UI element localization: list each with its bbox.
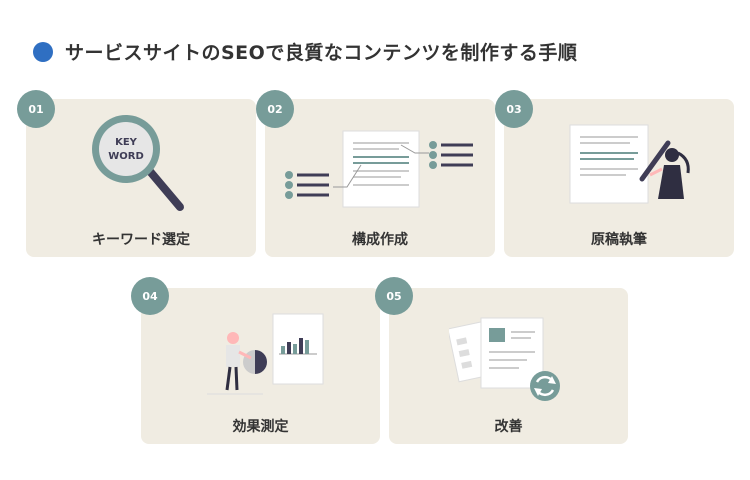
step-label: キーワード選定 — [92, 232, 190, 248]
outline-document-illustration — [285, 130, 473, 208]
step-label: 効果測定 — [232, 419, 289, 435]
step-card-writing: 原稿執筆 — [504, 99, 734, 257]
bullet-dot-icon — [33, 41, 53, 62]
step-label: 構成作成 — [352, 232, 408, 248]
step-number-badge: 01 — [17, 90, 55, 128]
keyword-text-line2: WORD — [108, 151, 144, 162]
step-number-badge: 03 — [495, 90, 533, 128]
step-number-badge: 05 — [375, 277, 413, 315]
keyword-text-line1: KEY — [115, 137, 138, 148]
refresh-documents-illustration — [449, 317, 560, 401]
step-number-badge: 02 — [256, 90, 294, 128]
step-card-structure: 構成作成 — [265, 99, 495, 257]
step-label: 原稿執筆 — [591, 232, 647, 248]
analytics-person-illustration — [207, 313, 324, 395]
page-header: サービスサイトのSEOで良質なコンテンツを制作する手順 — [33, 38, 577, 65]
step-label: 改善 — [494, 419, 523, 435]
magnifier-keyword-illustration: KEY WORD — [92, 115, 184, 211]
step-card-measurement: 効果測定 — [141, 288, 380, 444]
step-card-keyword: KEY WORD キーワード選定 — [26, 99, 256, 257]
writing-person-illustration — [569, 124, 690, 204]
page-title: サービスサイトのSEOで良質なコンテンツを制作する手順 — [65, 42, 578, 64]
step-card-improvement: 改善 — [389, 288, 628, 444]
step-number-badge: 04 — [131, 277, 169, 315]
